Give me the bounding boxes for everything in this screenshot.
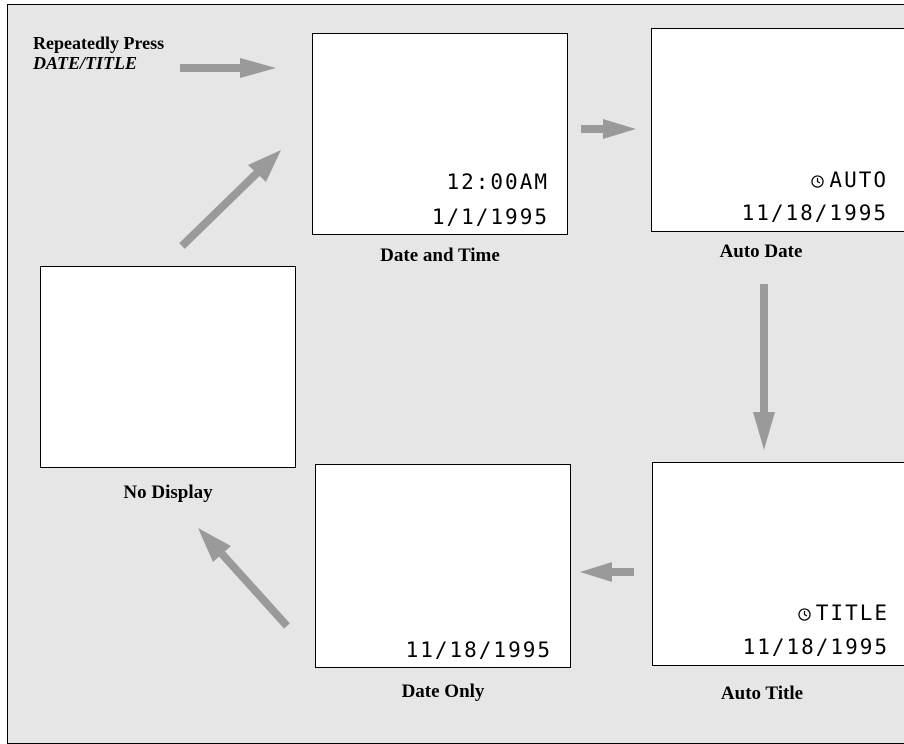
arrow-auto-date-to-auto-title: [753, 284, 775, 450]
clock-icon: [811, 175, 825, 188]
instruction: Repeatedly Press DATE/TITLE: [33, 33, 164, 73]
instruction-line1: Repeatedly Press: [33, 33, 165, 53]
flow-arrows: [179, 58, 775, 629]
screen-auto-date: AUTO 11/18/1995: [651, 28, 904, 232]
screen-date-and-time: 12:00AM 1/1/1995: [312, 33, 568, 235]
screen-date-only: 11/18/1995: [315, 464, 571, 668]
arrow-date-only-to-no-display-head: [198, 528, 231, 562]
clock-icon: [798, 608, 811, 621]
arrow-no-display-to-date-and-time-head: [248, 150, 281, 182]
screen-no-display: [40, 266, 296, 468]
caption-date-only: Date Only: [401, 681, 485, 702]
instruction-button-name: DATE/TITLE: [33, 53, 138, 73]
arrow-auto-title-to-date-only: [580, 562, 634, 582]
caption-auto-title: Auto Title: [720, 683, 804, 704]
screen-mode-text: AUTO: [829, 168, 888, 192]
arrow-date-and-time-to-auto-date: [581, 119, 636, 139]
arrow-date-only-to-no-display-shaft: [219, 551, 290, 629]
caption-date-and-time: Date and Time: [380, 245, 500, 266]
screen-date-text: 11/18/1995: [405, 638, 552, 662]
screen-date-text: 11/18/1995: [742, 635, 889, 659]
screen-date-text: 11/18/1995: [741, 201, 888, 225]
screen-mode-indicator: AUTO: [811, 168, 888, 192]
arrow-instruction-to-date-and-time: [180, 58, 276, 78]
screen-mode-text: TITLE: [815, 601, 889, 625]
screen-auto-title: TITLE 11/18/1995: [652, 462, 904, 666]
arrow-no-display-to-date-and-time-shaft: [179, 170, 260, 249]
screen-mode-indicator: TITLE: [798, 601, 889, 625]
caption-no-display: No Display: [123, 482, 213, 503]
screen-date-text: 1/1/1995: [431, 205, 549, 229]
caption-auto-date: Auto Date: [719, 241, 803, 262]
screen-time-text: 12:00AM: [446, 170, 549, 194]
